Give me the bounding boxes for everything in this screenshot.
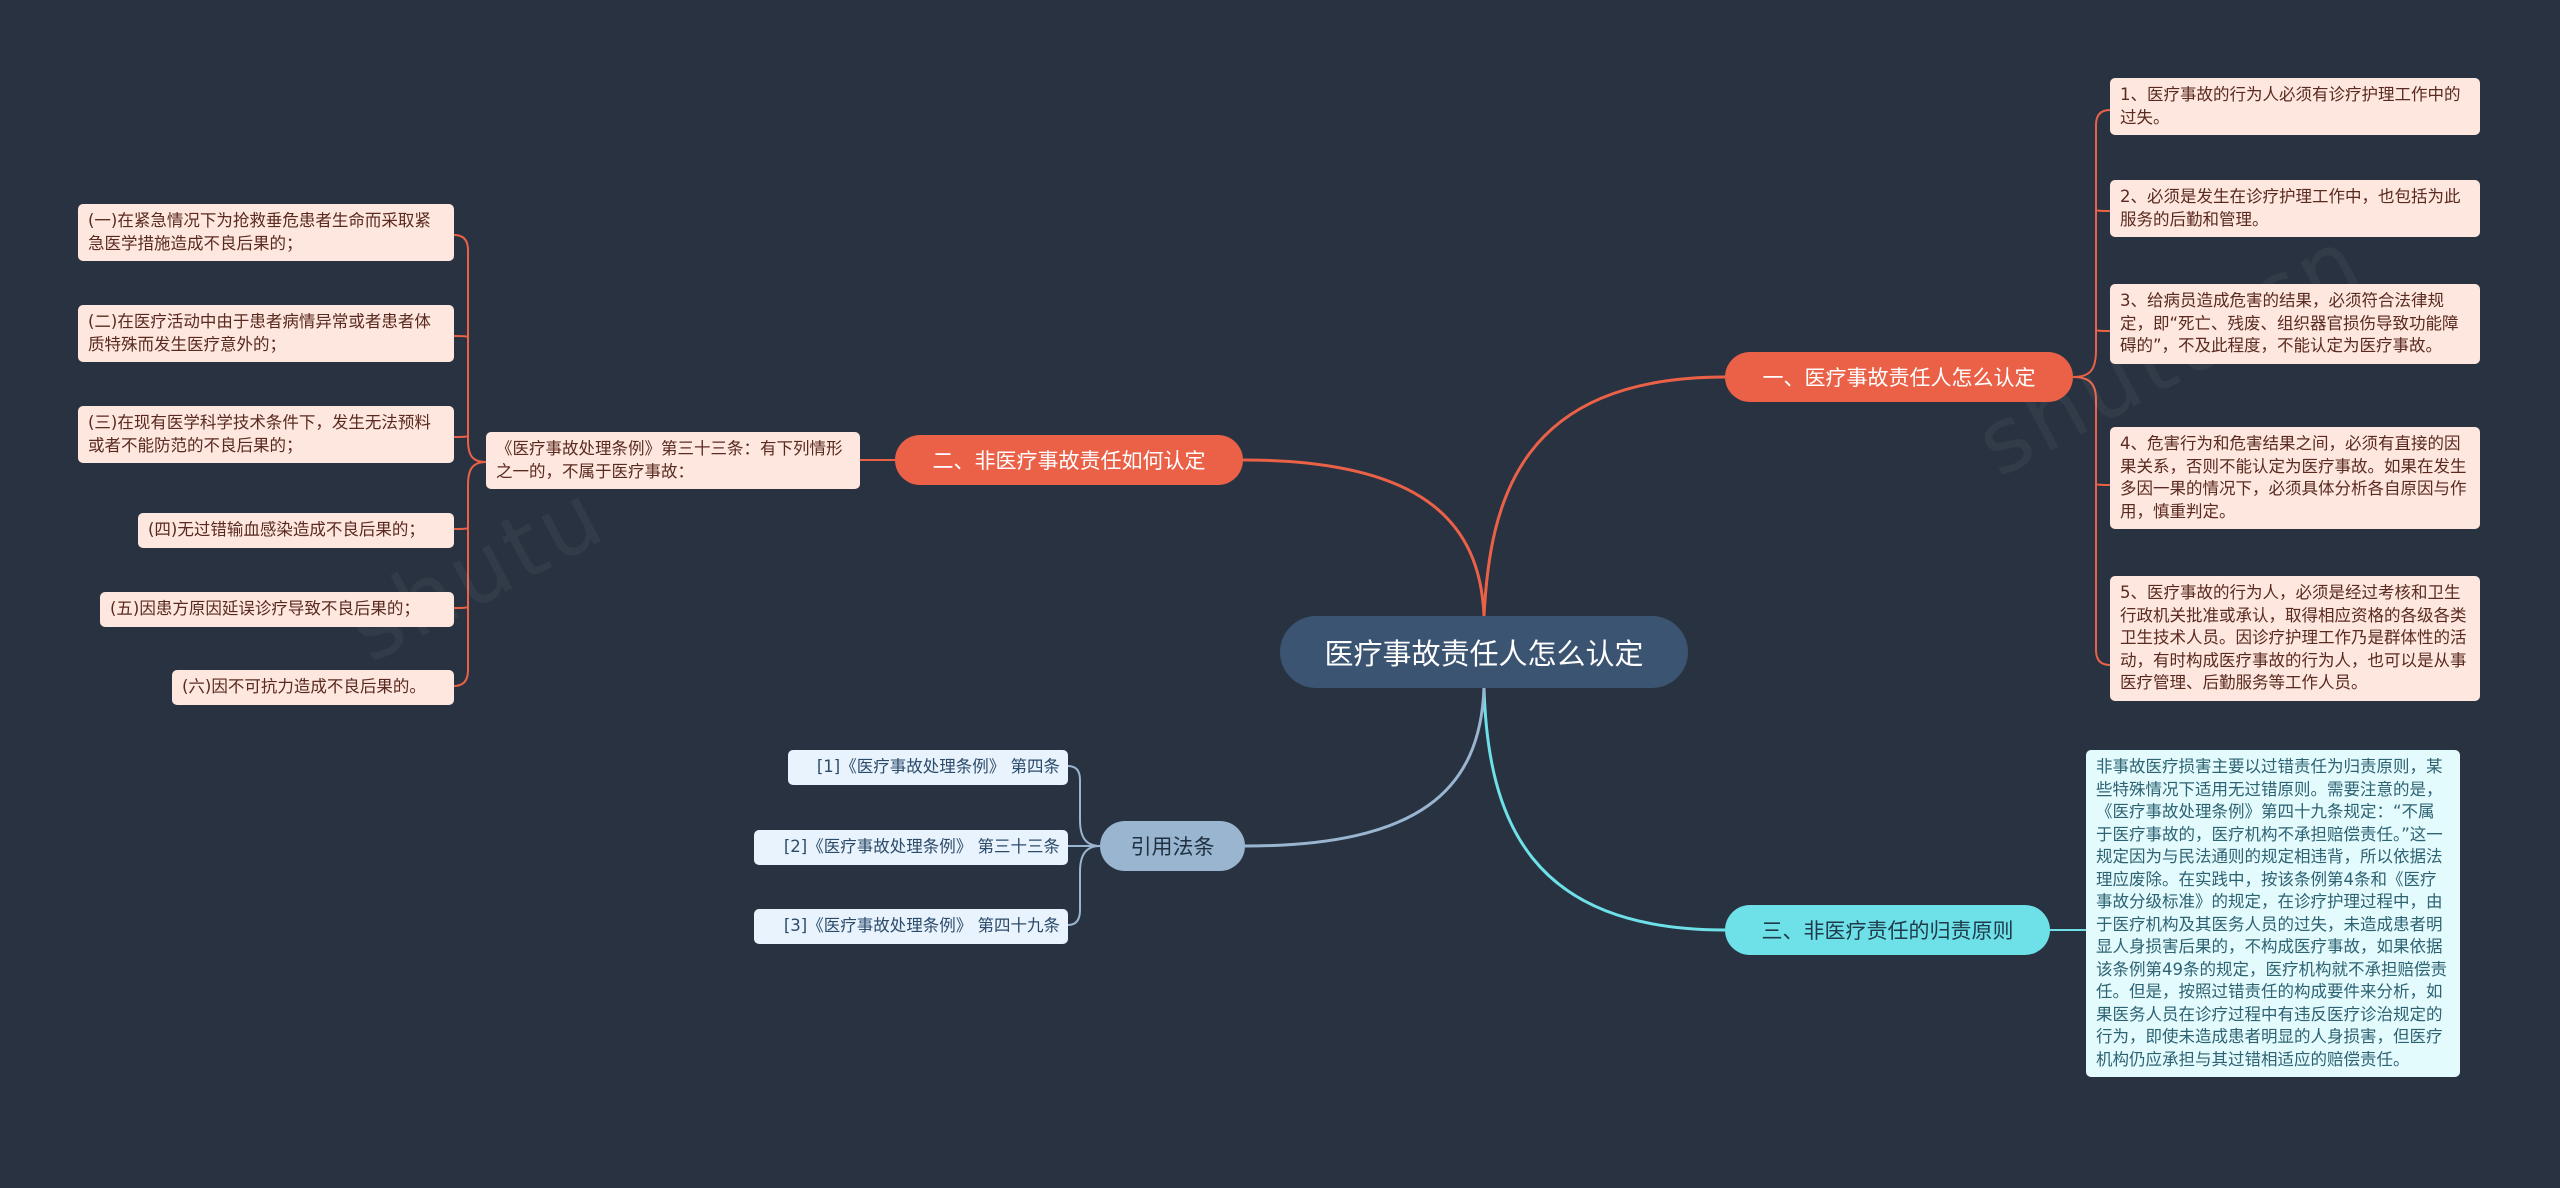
leaf-text: (六)因不可抗力造成不良后果的。 bbox=[182, 677, 426, 696]
branch-cited-statutes[interactable]: 引用法条 bbox=[1100, 821, 1245, 871]
leaf-item[interactable]: 2、必须是发生在诊疗护理工作中，也包括为此服务的后勤和管理。 bbox=[2110, 180, 2480, 237]
leaf-item[interactable]: 4、危害行为和危害结果之间，必须有直接的因果关系，否则不能认定为医疗事故。如果在… bbox=[2110, 427, 2480, 529]
leaf-text: [3]《医疗事故处理条例》 第四十九条 bbox=[783, 916, 1060, 935]
leaf-text: (四)无过错输血感染造成不良后果的； bbox=[148, 520, 425, 539]
leaf-text: (三)在现有医学科学技术条件下，发生无法预料或者不能防范的不良后果的； bbox=[88, 413, 431, 455]
leaf-text: 3、给病员造成危害的结果，必须符合法律规定，即“死亡、残废、组织器官损伤导致功能… bbox=[2120, 291, 2459, 355]
leaf-text: [1]《医疗事故处理条例》 第四条 bbox=[816, 757, 1060, 776]
branch-non-accident-liability[interactable]: 二、非医疗事故责任如何认定 bbox=[895, 435, 1243, 485]
leaf-text: 2、必须是发生在诊疗护理工作中，也包括为此服务的后勤和管理。 bbox=[2120, 187, 2461, 229]
leaf-item[interactable]: (六)因不可抗力造成不良后果的。 bbox=[172, 670, 454, 705]
branch-label: 三、非医疗责任的归责原则 bbox=[1761, 919, 2014, 943]
leaf-text: (二)在医疗活动中由于患者病情异常或者患者体质特殊而发生医疗意外的； bbox=[88, 312, 431, 354]
leaf-item[interactable]: (一)在紧急情况下为抢救垂危患者生命而采取紧急医学措施造成不良后果的； bbox=[78, 204, 454, 261]
branch-label: 引用法条 bbox=[1130, 835, 1215, 859]
leaf-text: (五)因患方原因延误诊疗导致不良后果的； bbox=[110, 599, 420, 618]
statute-link-1[interactable]: [1]《医疗事故处理条例》 第四条 bbox=[788, 750, 1068, 785]
root-topic-label: 医疗事故责任人怎么认定 bbox=[1324, 637, 1644, 671]
principle-text-leaf[interactable]: 非事故医疗损害主要以过错责任为归责原则，某些特殊情况下适用无过错原则。需要注意的… bbox=[2086, 750, 2460, 1077]
leaf-text: 《医疗事故处理条例》第三十三条：有下列情形之一的，不属于医疗事故： bbox=[496, 439, 843, 481]
leaf-item[interactable]: (二)在医疗活动中由于患者病情异常或者患者体质特殊而发生医疗意外的； bbox=[78, 305, 454, 362]
leaf-text: [2]《医疗事故处理条例》 第三十三条 bbox=[783, 837, 1060, 856]
branch-liability-identification[interactable]: 一、医疗事故责任人怎么认定 bbox=[1725, 352, 2073, 402]
leaf-item[interactable]: 1、医疗事故的行为人必须有诊疗护理工作中的过失。 bbox=[2110, 78, 2480, 135]
leaf-text: (一)在紧急情况下为抢救垂危患者生命而采取紧急医学措施造成不良后果的； bbox=[88, 211, 431, 253]
leaf-item[interactable]: 3、给病员造成危害的结果，必须符合法律规定，即“死亡、残废、组织器官损伤导致功能… bbox=[2110, 284, 2480, 364]
leaf-item[interactable]: (三)在现有医学科学技术条件下，发生无法预料或者不能防范的不良后果的； bbox=[78, 406, 454, 463]
intro-leaf[interactable]: 《医疗事故处理条例》第三十三条：有下列情形之一的，不属于医疗事故： bbox=[486, 432, 860, 489]
root-topic[interactable]: 医疗事故责任人怎么认定 bbox=[1280, 616, 1688, 688]
leaf-item[interactable]: (四)无过错输血感染造成不良后果的； bbox=[138, 513, 454, 548]
leaf-text: 1、医疗事故的行为人必须有诊疗护理工作中的过失。 bbox=[2120, 85, 2461, 127]
statute-link-3[interactable]: [3]《医疗事故处理条例》 第四十九条 bbox=[754, 909, 1068, 944]
leaf-text: 非事故医疗损害主要以过错责任为归责原则，某些特殊情况下适用无过错原则。需要注意的… bbox=[2096, 757, 2447, 1069]
branch-liability-principle[interactable]: 三、非医疗责任的归责原则 bbox=[1725, 905, 2050, 955]
branch-label: 二、非医疗事故责任如何认定 bbox=[932, 449, 1206, 473]
statute-link-2[interactable]: [2]《医疗事故处理条例》 第三十三条 bbox=[754, 830, 1068, 865]
leaf-text: 4、危害行为和危害结果之间，必须有直接的因果关系，否则不能认定为医疗事故。如果在… bbox=[2120, 434, 2467, 521]
branch-label: 一、医疗事故责任人怎么认定 bbox=[1762, 366, 2036, 390]
leaf-item[interactable]: (五)因患方原因延误诊疗导致不良后果的； bbox=[100, 592, 454, 627]
leaf-text: 5、医疗事故的行为人，必须是经过考核和卫生行政机关批准或承认，取得相应资格的各级… bbox=[2120, 583, 2467, 692]
leaf-item[interactable]: 5、医疗事故的行为人，必须是经过考核和卫生行政机关批准或承认，取得相应资格的各级… bbox=[2110, 576, 2480, 701]
